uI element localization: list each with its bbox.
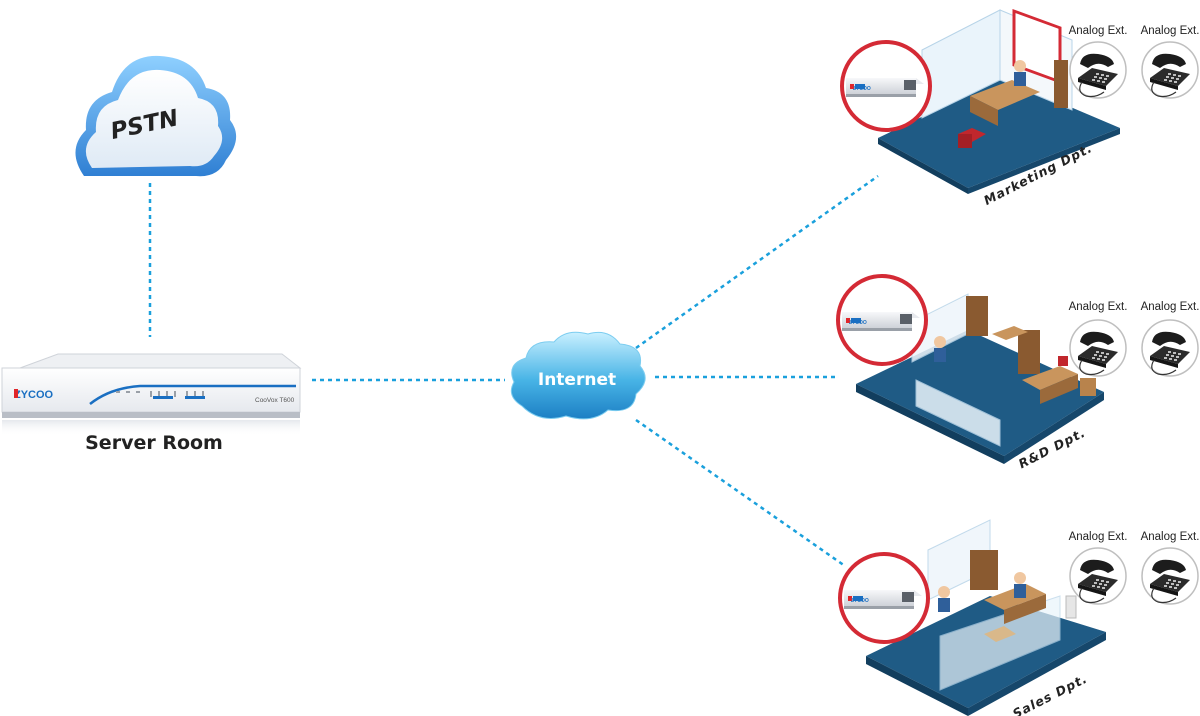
connection-lines (148, 174, 879, 568)
pstn-cloud: PSTN (75, 55, 237, 177)
ext-label: Analog Ext. (1141, 531, 1200, 543)
sales-extension-1: Analog Ext. (1069, 531, 1128, 605)
department-rnd: ZYCOO R&D Dpt. Analog Ext. Analog Ext. (836, 274, 1200, 471)
office-scene-marketing (878, 9, 1120, 194)
analog-phone-icon (1069, 319, 1127, 377)
link-internet-sales (635, 418, 846, 568)
analog-phone-icon (1069, 41, 1127, 99)
analog-phone-icon (1141, 547, 1199, 605)
rnd-device-brand: ZYCOO (849, 320, 867, 326)
rnd-extension-2: Analog Ext. (1141, 301, 1200, 377)
marketing-extension-1: Analog Ext. (1069, 25, 1128, 99)
office-scene-sales (866, 519, 1106, 716)
brand-mark (14, 389, 18, 398)
status-leds (116, 391, 204, 397)
ext-label: Analog Ext. (1141, 25, 1200, 37)
ext-label: Analog Ext. (1141, 301, 1200, 313)
department-sales: ZYCOO Sales Dpt. Analog Ext. Analog Ext. (838, 519, 1200, 716)
server-brand-logo: ZYCOO (14, 389, 54, 401)
sales-device-brand: ZYCOO (851, 598, 869, 604)
server-room-label: Server Room (85, 432, 223, 454)
department-marketing: ZYCOO Marketing Dpt. Analog Ext. Analog … (840, 9, 1200, 208)
analog-phone-icon (1141, 319, 1199, 377)
office-scene-rnd (856, 293, 1104, 464)
analog-phone-icon (1141, 41, 1199, 99)
link-internet-marketing (635, 174, 879, 350)
ext-label: Analog Ext. (1069, 25, 1128, 37)
marketing-device-brand: ZYCOO (853, 86, 871, 92)
internet-label: Internet (538, 370, 616, 390)
server-model: CooVox T600 (255, 397, 295, 404)
ext-label: Analog Ext. (1069, 531, 1128, 543)
ext-label: Analog Ext. (1069, 301, 1128, 313)
server-device: ZYCOO CooVox T600 (1, 353, 302, 436)
internet-cloud: Internet (510, 331, 646, 420)
rnd-extension-1: Analog Ext. (1069, 301, 1128, 377)
sales-extension-2: Analog Ext. (1141, 531, 1200, 605)
marketing-extension-2: Analog Ext. (1141, 25, 1200, 99)
analog-phone-icon (1069, 547, 1127, 605)
